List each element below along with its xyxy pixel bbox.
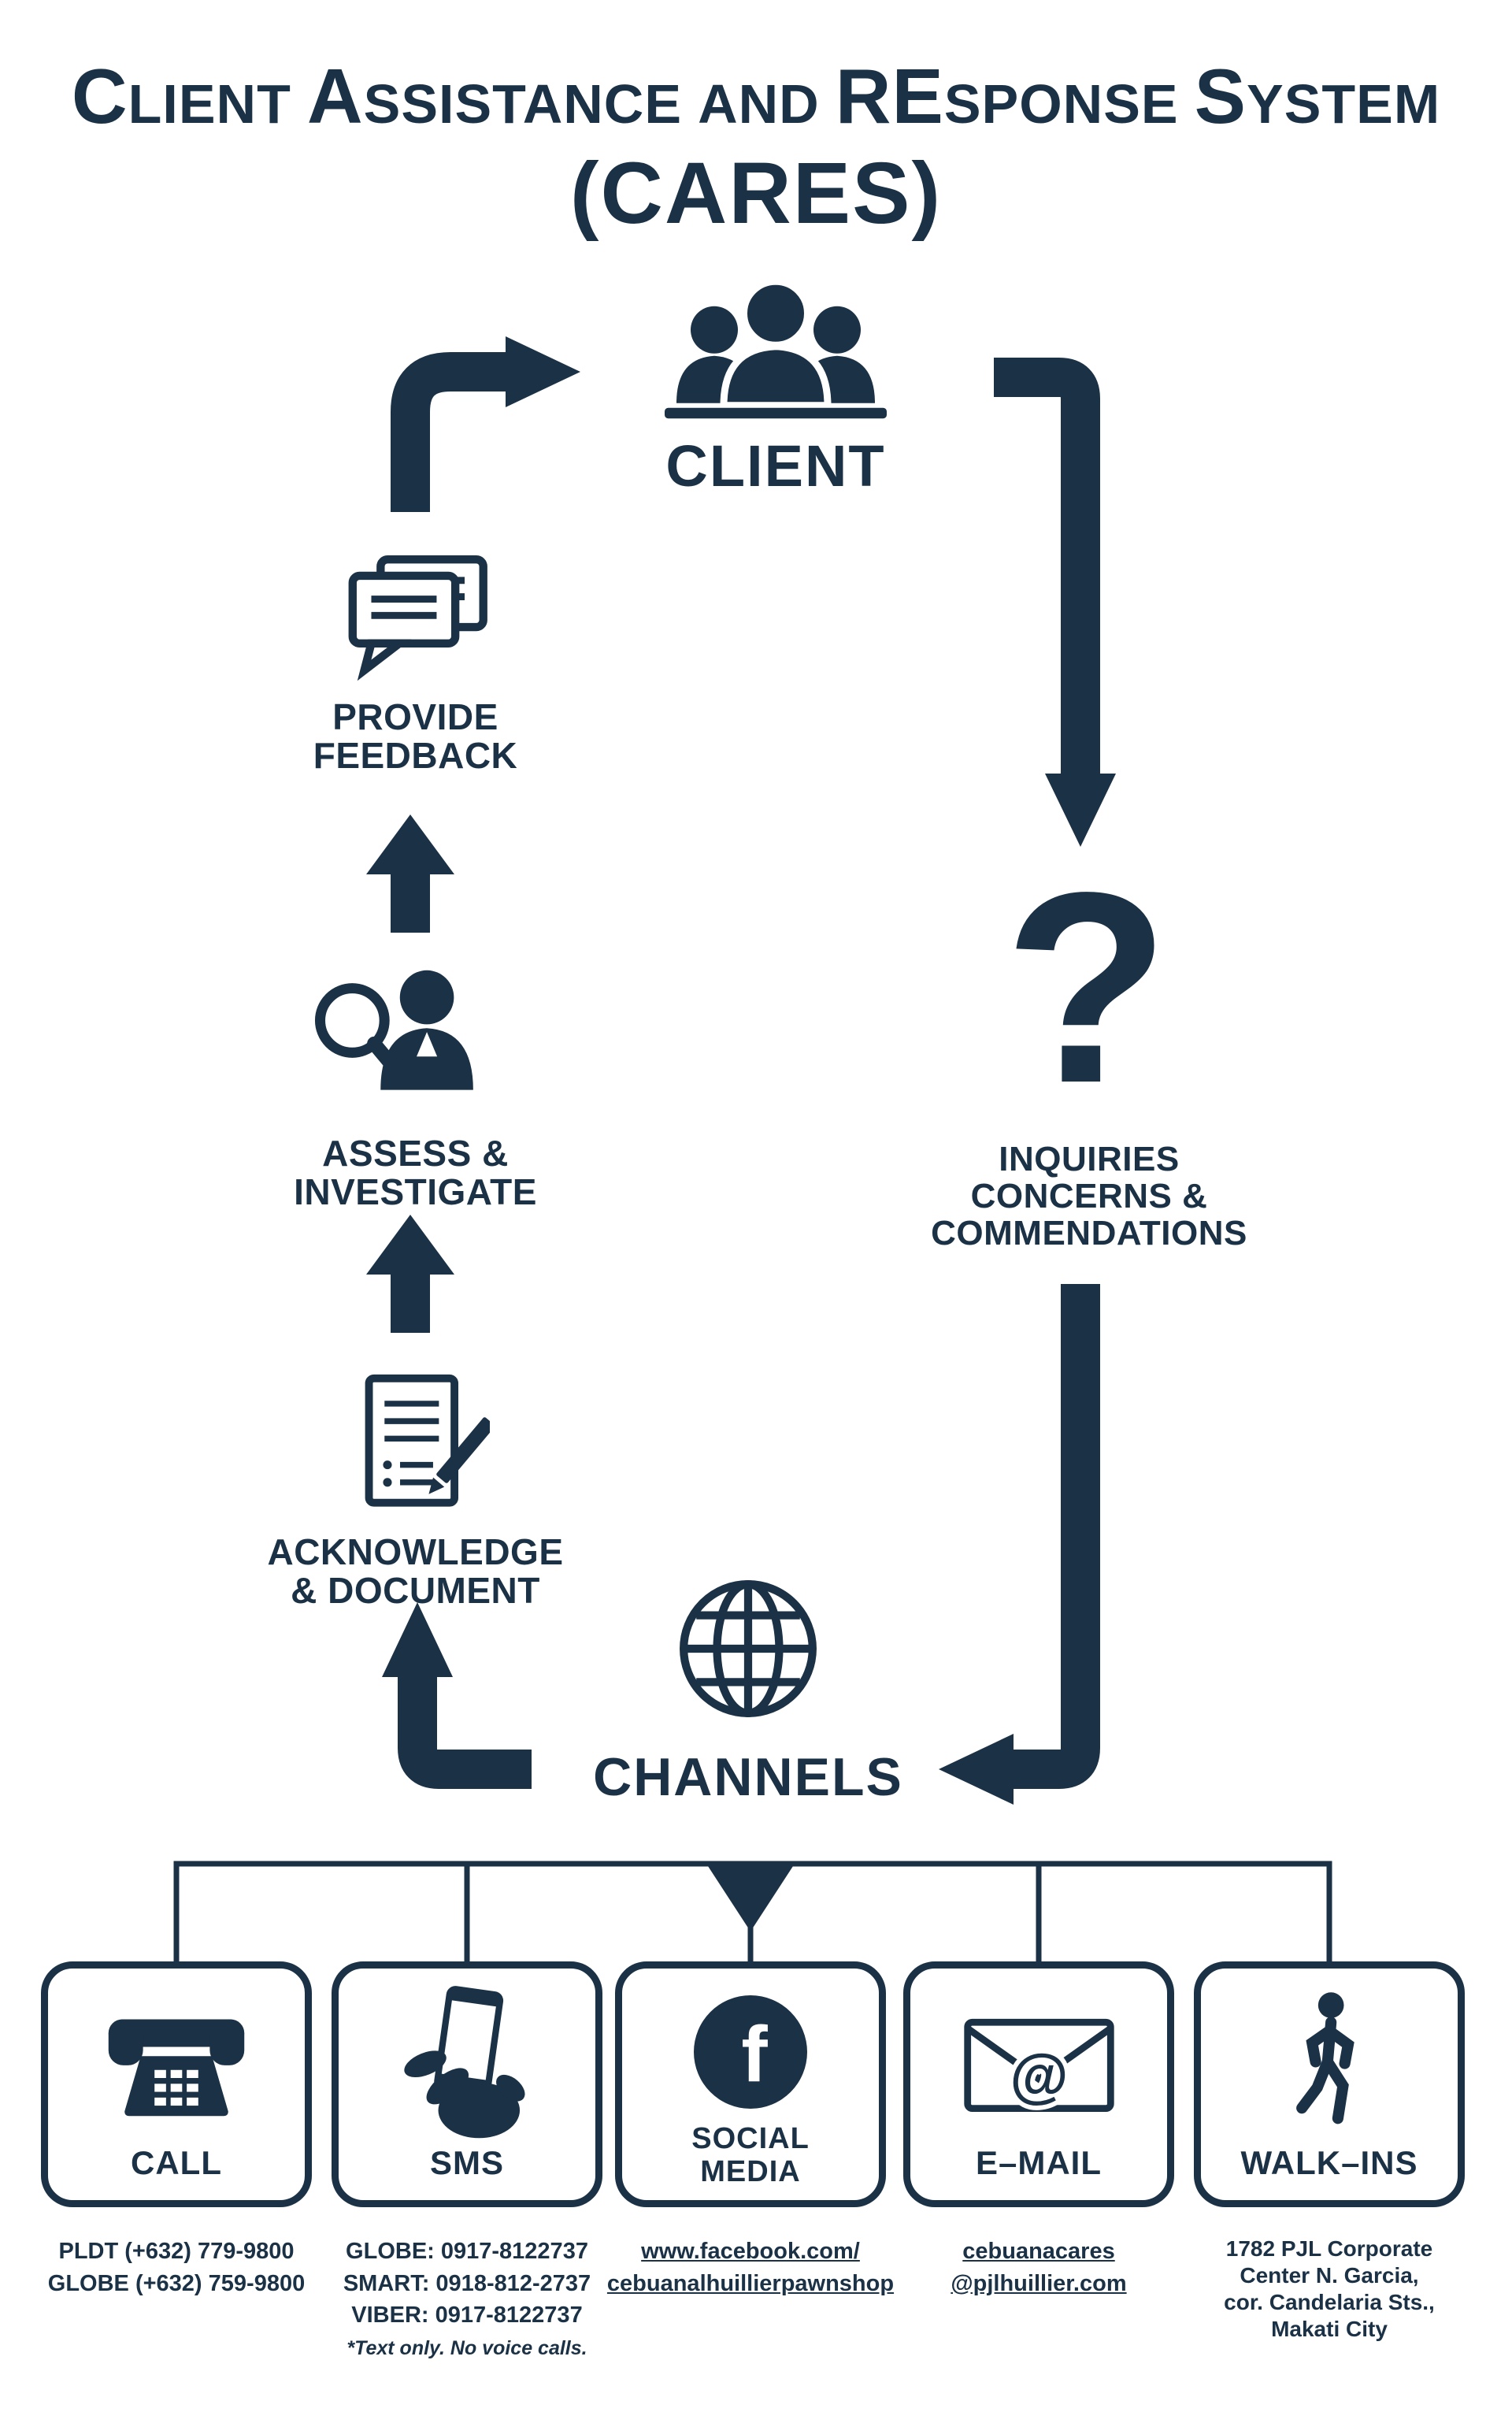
email-link[interactable]: @pjlhuillier.com [951, 2270, 1127, 2296]
channel-label-walkins: WALK–INS [1240, 2143, 1418, 2181]
provide-feedback-label: PROVIDE FEEDBACK [313, 696, 518, 777]
client-label: CLIENT [665, 433, 886, 499]
detail-line: GLOBE (+632) 759-9800 [47, 2270, 306, 2296]
detail-line: Center N. Garcia, [1240, 2263, 1419, 2288]
detail-line: VIBER: 0917-8122737 [351, 2303, 583, 2329]
channel-label-call: CALL [131, 2143, 222, 2181]
channel-box-email: @ E–MAIL [903, 1961, 1174, 2207]
channel-label-sms: SMS [429, 2143, 504, 2181]
cares-subtitle: (CARES) [569, 145, 943, 242]
channel-box-walkins: WALK–INS [1194, 1961, 1465, 2207]
channel-label-social-media: SOCIAL MEDIA [691, 2122, 810, 2189]
email-details: cebuanacares @pjlhuillier.com [889, 2236, 1188, 2299]
speech-bubbles-icon [339, 548, 496, 686]
detail-line: Makati City [1271, 2317, 1388, 2342]
walkins-details: 1782 PJL Corporate Center N. Garcia, cor… [1180, 2236, 1479, 2343]
people-group-icon [646, 269, 906, 436]
detail-line: PLDT (+632) 779-9800 [58, 2239, 295, 2264]
detail-line: cor. Candelaria Sts., [1224, 2290, 1435, 2315]
person-magnifier-icon [301, 958, 494, 1108]
assess-investigate-label: ASSESS & INVESTIGATE [294, 1133, 537, 1213]
channel-connector [173, 1861, 1332, 1961]
arrow-feedback-to-client [391, 336, 580, 512]
telephone-icon [48, 1969, 305, 2145]
question-mark: ? [1003, 837, 1170, 1140]
facebook-icon: f [622, 1969, 879, 2123]
facebook-link[interactable]: www.facebook.com/ [641, 2239, 860, 2264]
sms-note: *Text only. No voice calls. [346, 2336, 587, 2359]
channel-box-social-media: f SOCIAL MEDIA [615, 1961, 886, 2207]
social-media-details: www.facebook.com/ cebuanalhuillierpawnsh… [601, 2236, 900, 2299]
channel-box-call: CALL [41, 1961, 312, 2207]
facebook-f-glyph: f [741, 2010, 768, 2098]
detail-line: 1782 PJL Corporate [1225, 2236, 1433, 2261]
arrow-assess-to-feedback [366, 815, 454, 933]
hand-phone-icon [339, 1969, 595, 2145]
globe-icon [673, 1574, 823, 1724]
inquiries-label: INQUIRIES CONCERNS & COMMENDATIONS [931, 1140, 1247, 1253]
channels-label: CHANNELS [593, 1747, 903, 1807]
arrow-client-to-inquiries [994, 358, 1116, 847]
arrow-acknowledge-to-assess [366, 1215, 454, 1333]
channel-label-email: E–MAIL [975, 2143, 1102, 2181]
at-sign-glyph: @ [1010, 2043, 1068, 2110]
acknowledge-document-label: ACKNOWLEDGE & DOCUMENT [267, 1531, 564, 1612]
arrow-inquiries-to-channels [939, 1284, 1100, 1805]
connector-triangle-icon [706, 1864, 795, 1931]
email-link[interactable]: cebuanacares [962, 2239, 1115, 2264]
walking-person-icon [1201, 1969, 1458, 2145]
envelope-at-icon: @ [910, 1969, 1167, 2145]
detail-line: SMART: 0918-812-2737 [343, 2270, 591, 2296]
sms-details: GLOBE: 0917-8122737 SMART: 0918-812-2737… [317, 2236, 617, 2362]
arrow-channels-to-acknowledge [382, 1602, 532, 1789]
detail-line: GLOBE: 0917-8122737 [346, 2239, 588, 2264]
channel-box-sms: SMS [332, 1961, 602, 2207]
facebook-link[interactable]: cebuanalhuillierpawnshop [606, 2270, 895, 2296]
document-pencil-icon [356, 1371, 495, 1516]
call-details: PLDT (+632) 779-9800 GLOBE (+632) 759-98… [27, 2236, 326, 2299]
